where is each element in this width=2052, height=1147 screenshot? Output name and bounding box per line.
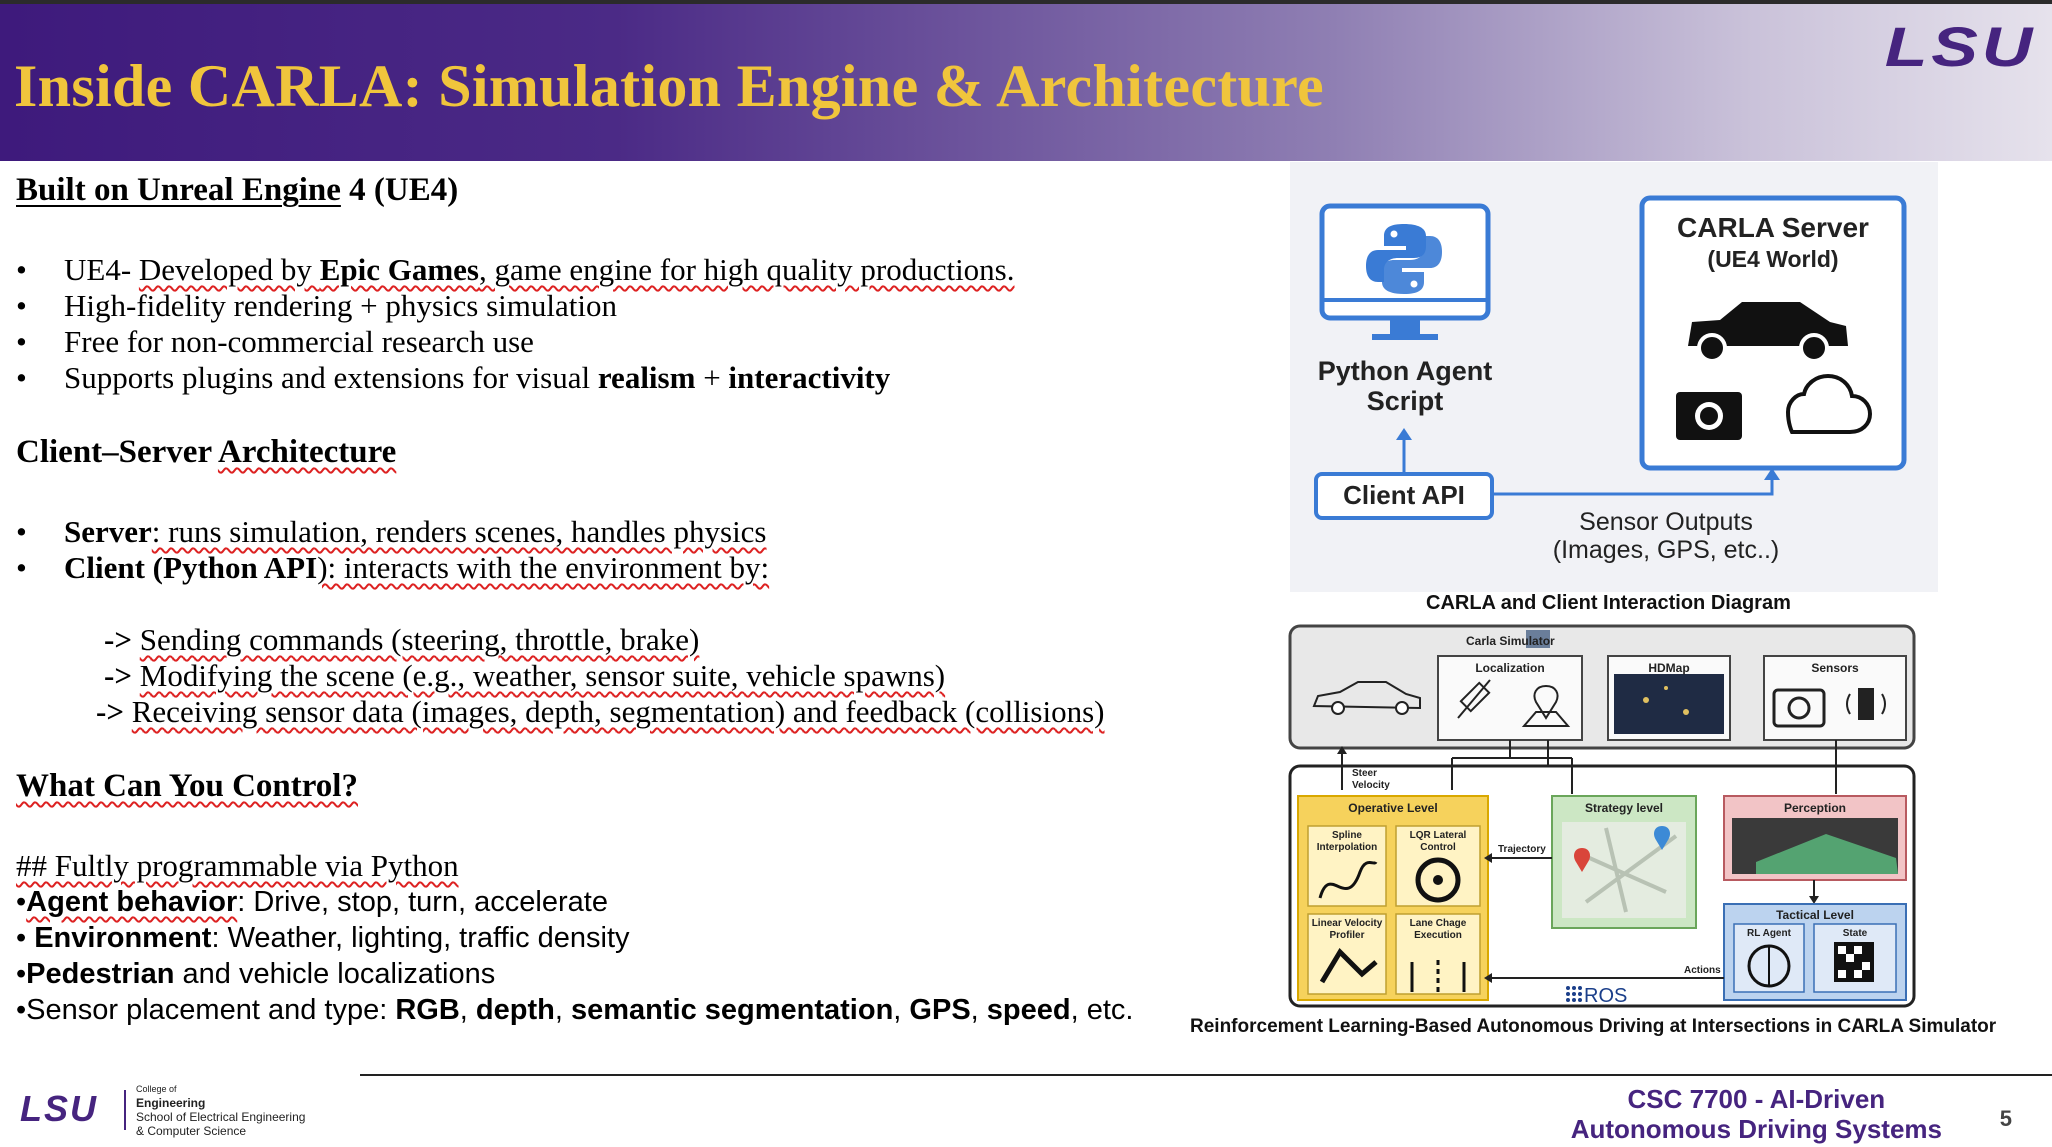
- section-heading-control: What Can You Control?: [16, 768, 358, 804]
- velocity-label: Velocity: [1352, 780, 1390, 791]
- control-item: •Pedestrian and vehicle localizations: [16, 958, 496, 990]
- page-number: 5: [1999, 1106, 2012, 1131]
- diagram1-caption: CARLA and Client Interaction Diagram: [1426, 592, 1791, 614]
- map-marker-red-icon: [1574, 848, 1590, 872]
- steering-wheel-icon: [1415, 857, 1461, 903]
- client-action-item: -> Receiving sensor data (images, depth,…: [96, 694, 1105, 729]
- localization-label: Localization: [1475, 661, 1544, 675]
- control-intro: ## Fultly programmable via Python: [16, 848, 459, 883]
- camera-icon: [1676, 392, 1742, 440]
- rl-architecture-diagram: Carla Simulator Localization HDMap Senso…: [1286, 622, 1918, 1010]
- state-grid-icon: [1834, 942, 1874, 982]
- sensor-outputs-label: Sensor Outputs(Images, GPS, etc..): [1552, 508, 1780, 564]
- section-heading-client-server: Client–Server Architecture: [16, 434, 397, 470]
- lane-change-icon: [1410, 960, 1466, 992]
- perception-label: Perception: [1784, 801, 1846, 815]
- footer-logo-separator: [124, 1090, 126, 1130]
- slide-title: Inside CARLA: Simulation Engine & Archit…: [14, 53, 1324, 119]
- python-logo-icon: [1366, 224, 1442, 294]
- svg-text:Linear Velocity: Linear Velocity: [1312, 918, 1383, 929]
- client-action-item: -> Sending commands (steering, throttle,…: [104, 622, 700, 657]
- tactical-label: Tactical Level: [1776, 908, 1854, 922]
- speed-profiler-icon: [1319, 947, 1378, 984]
- brain-icon: [1747, 944, 1791, 988]
- svg-text:Lane Chage: Lane Chage: [1410, 918, 1467, 929]
- server-title: CARLA Server: [1677, 212, 1869, 243]
- control-item: •Sensor placement and type: RGB, depth, …: [16, 994, 1134, 1026]
- diagram-graphics: [1314, 195, 1907, 520]
- steer-label: Steer: [1352, 768, 1377, 779]
- strategy-label: Strategy level: [1585, 801, 1663, 815]
- rl-agent-label: RL Agent: [1747, 928, 1792, 939]
- architecture-graphics: Carla Simulator Localization HDMap Senso…: [1288, 624, 1916, 1008]
- client-action-item: -> Modifying the scene (e.g., weather, s…: [104, 658, 946, 693]
- svg-text:Execution: Execution: [1414, 930, 1462, 941]
- svg-text:Spline: Spline: [1332, 830, 1362, 841]
- actions-label: Actions: [1684, 965, 1721, 976]
- svg-text:Control: Control: [1420, 842, 1456, 853]
- footer-lsu-logo: LSU: [20, 1088, 98, 1129]
- map-marker-blue-icon: [1654, 826, 1670, 850]
- course-title: CSC 7700 - AI-Driven Autonomous Driving …: [1570, 1084, 1942, 1144]
- top-border: [0, 0, 2052, 4]
- ros-label: ROS: [1584, 985, 1627, 1007]
- car-icon: [1688, 302, 1848, 363]
- sensors-label: Sensors: [1811, 661, 1859, 675]
- sim-car-icon: [1312, 681, 1421, 715]
- college-name: College of Engineering School of Electri…: [136, 1084, 306, 1138]
- control-item: •Agent behavior: Drive, stop, turn, acce…: [16, 886, 608, 918]
- simulator-label: Carla Simulator: [1466, 634, 1555, 648]
- satellite-icon: [1457, 679, 1491, 719]
- svg-text:Interpolation: Interpolation: [1317, 842, 1378, 853]
- radar-icon: [1846, 688, 1886, 720]
- server-subtitle: (UE4 World): [1707, 246, 1839, 272]
- cloud-icon: [1785, 373, 1873, 434]
- lsu-logo: LSU: [1884, 15, 2036, 78]
- camera-sensor-icon: [1772, 688, 1826, 728]
- hdmap-label: HDMap: [1648, 661, 1689, 675]
- client-api-label: Client API: [1343, 480, 1465, 510]
- map-pin-icon: [1521, 684, 1571, 727]
- svg-text:Profiler: Profiler: [1329, 930, 1364, 941]
- control-item: • Environment: Weather, lighting, traffi…: [16, 922, 630, 954]
- hdmap-image: [1614, 674, 1724, 734]
- section-heading-ue4: Built on Unreal Engine 4 (UE4): [16, 172, 459, 208]
- operative-label: Operative Level: [1348, 801, 1437, 815]
- trajectory-label: Trajectory: [1498, 844, 1546, 855]
- footer-divider: [360, 1074, 2052, 1076]
- diagram2-caption: Reinforcement Learning-Based Autonomous …: [1190, 1016, 1997, 1037]
- spline-icon: [1318, 860, 1378, 899]
- svg-text:LQR Lateral: LQR Lateral: [1410, 830, 1467, 841]
- ros-icon: [1566, 986, 1582, 1002]
- title-banner: Inside CARLA: Simulation Engine & Archit…: [0, 4, 2052, 161]
- state-label: State: [1843, 928, 1868, 939]
